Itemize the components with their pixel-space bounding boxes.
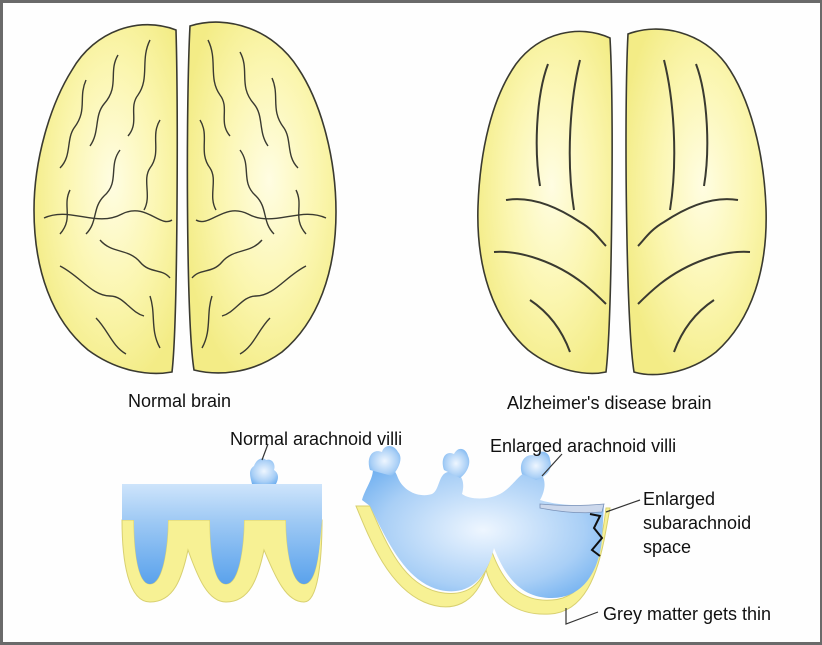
alzheimers-brain [478, 29, 766, 374]
enlarged-space-label-line1: Enlarged [643, 488, 715, 510]
enlarged-villi-section [356, 446, 610, 614]
grey-matter-leader [566, 608, 598, 624]
enlarged-space-label-line3: space [643, 536, 691, 558]
grey-matter-label: Grey matter gets thin [603, 603, 771, 625]
enlarged-villi-label: Enlarged arachnoid villi [490, 435, 676, 457]
enlarged-space-label-line2: subarachnoid [643, 512, 751, 534]
normal-arachnoid-villi [250, 458, 278, 484]
normal-villi-label: Normal arachnoid villi [230, 428, 402, 450]
subarachnoid-leader [606, 500, 640, 512]
alzheimers-brain-right-hemisphere [626, 29, 766, 374]
alzheimers-brain-label: Alzheimer's disease brain [507, 392, 712, 414]
normal-brain-label: Normal brain [128, 390, 231, 412]
alzheimers-brain-left-hemisphere [478, 31, 612, 373]
normal-csf [122, 462, 322, 584]
normal-brain-left-hemisphere [34, 25, 177, 374]
normal-brain-right-hemisphere [187, 22, 336, 373]
normal-brain [34, 22, 336, 373]
normal-villi-section [122, 458, 322, 602]
